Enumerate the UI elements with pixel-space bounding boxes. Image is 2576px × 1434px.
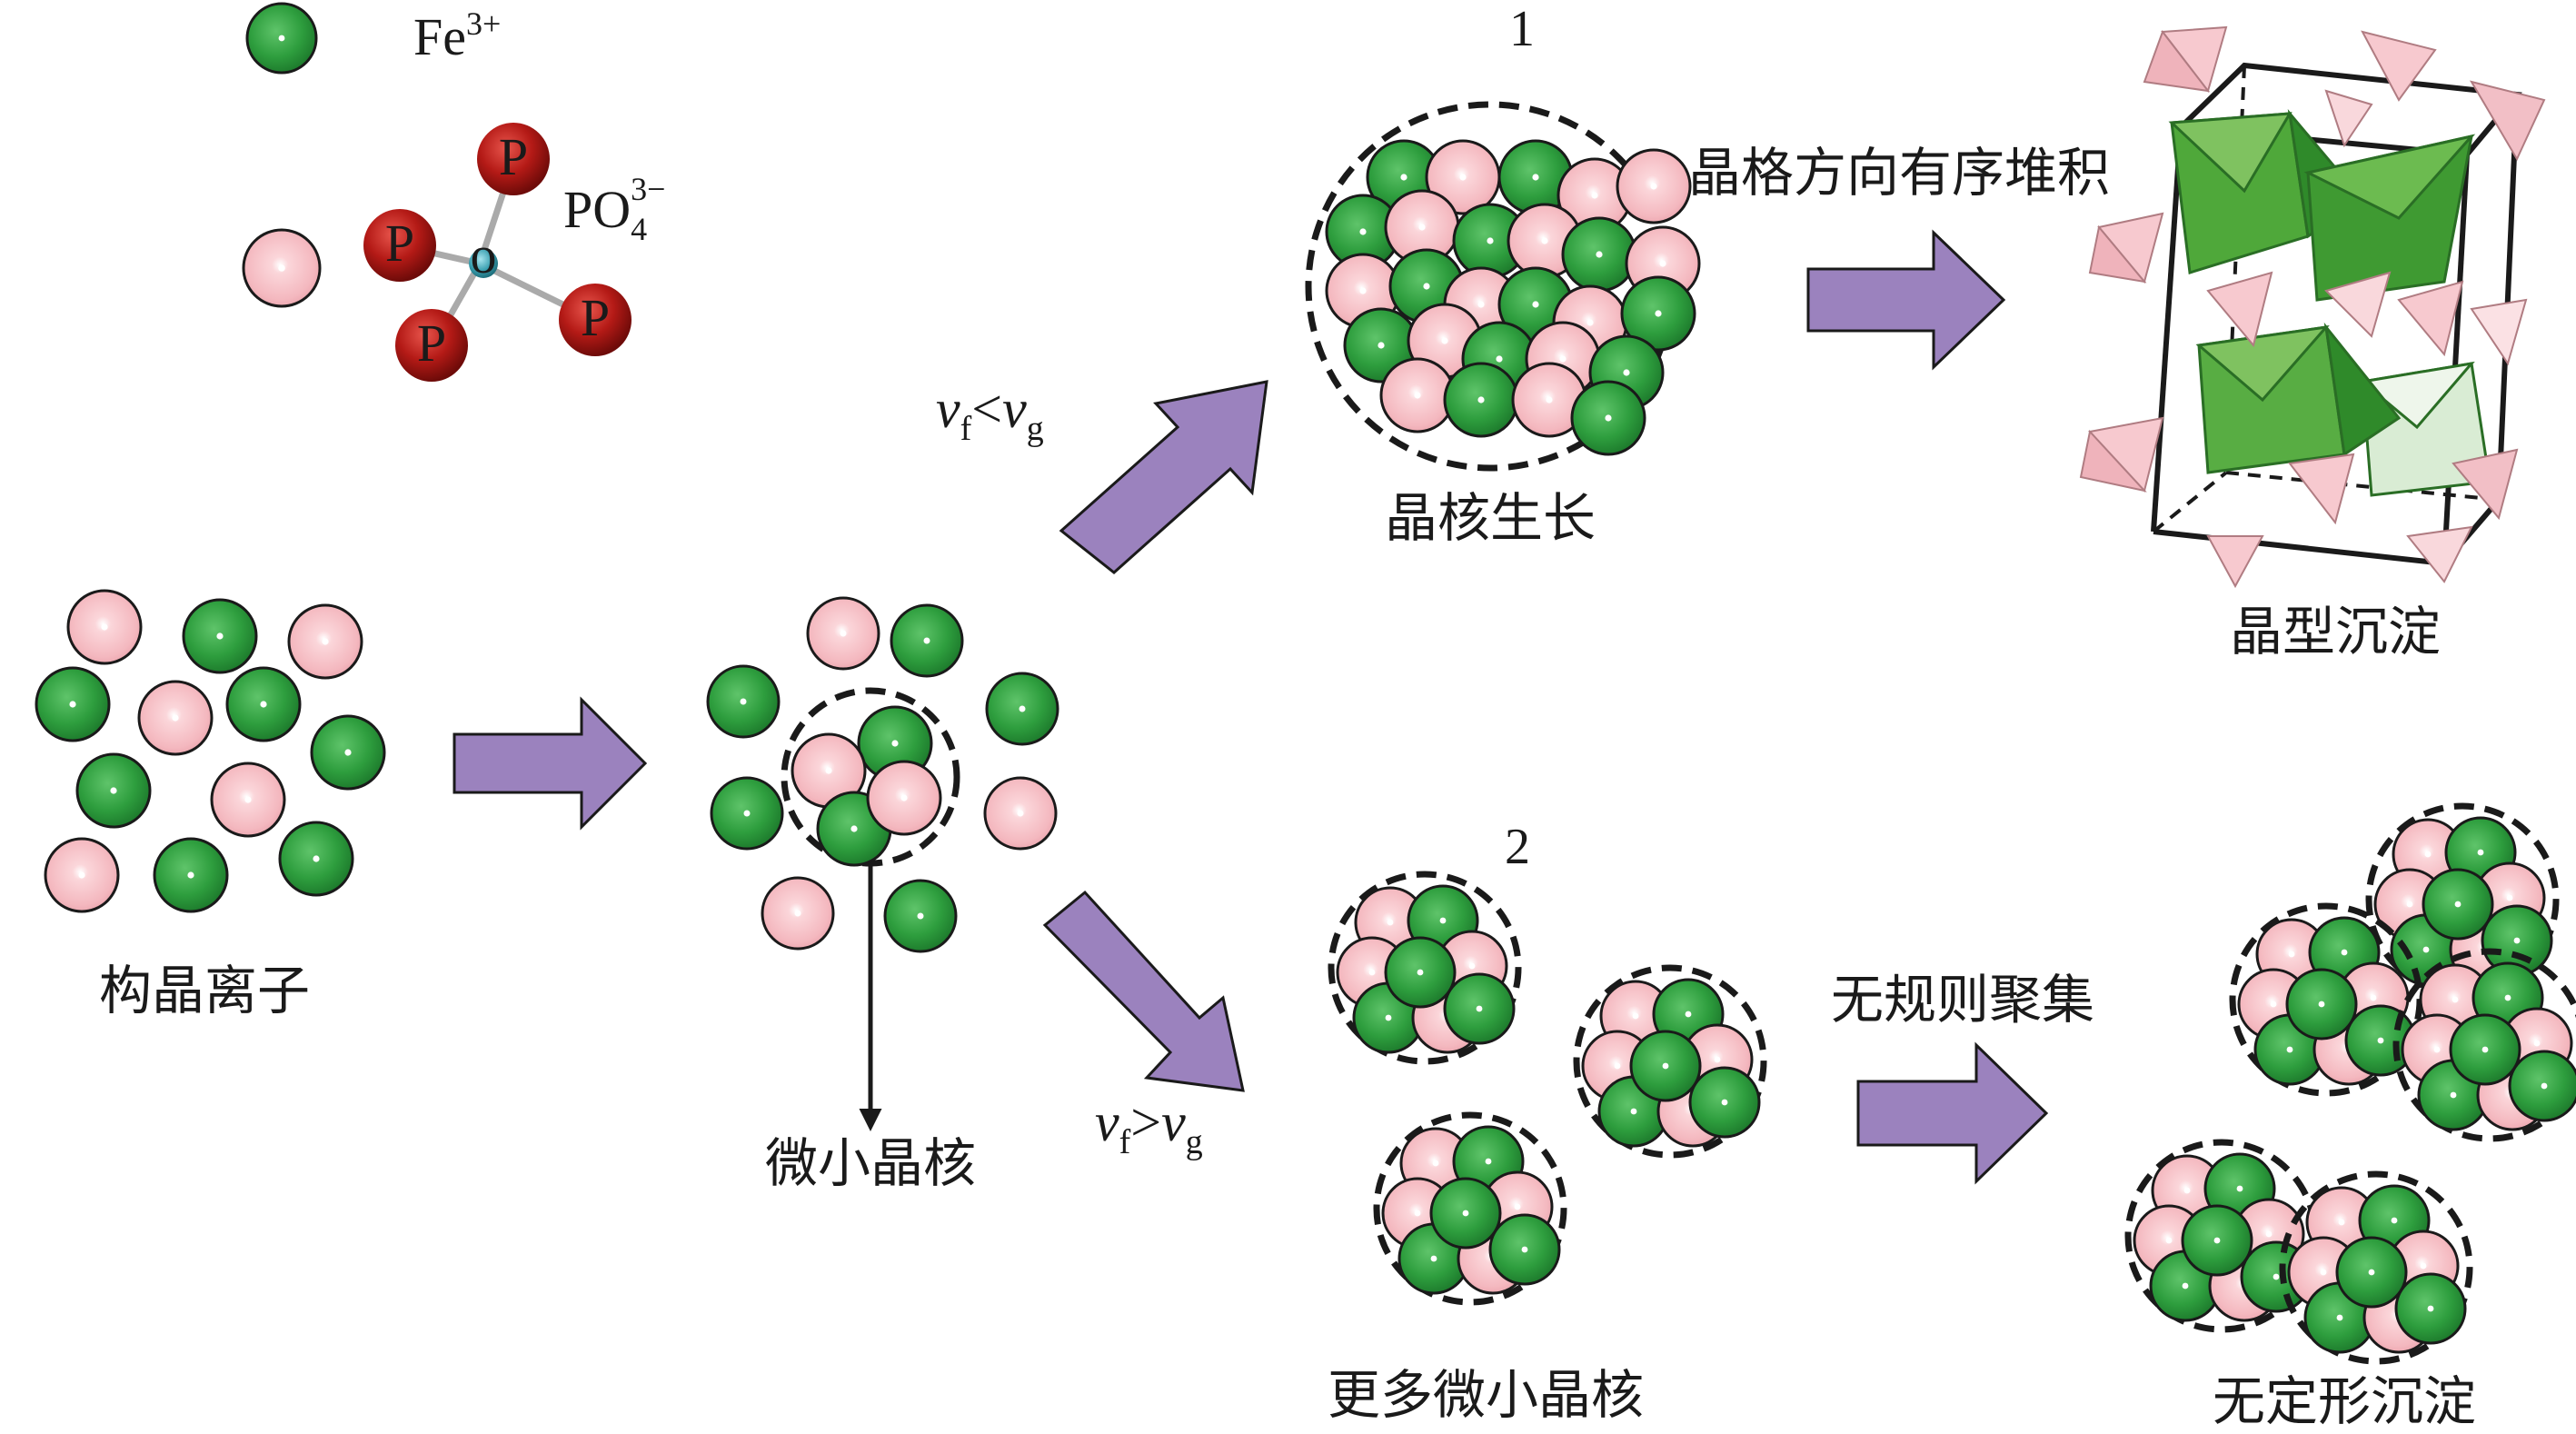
ions-label: 构晶离子 (99, 960, 310, 1021)
phosphate-ion-icon (137, 680, 214, 756)
p-atom-label: P (385, 214, 414, 273)
phosphate-ion-icon (287, 603, 363, 680)
fe-ion-icon (890, 603, 964, 678)
fe-ion-icon (2481, 904, 2553, 977)
more-micro-nuclei-label: 更多微小晶核 (1328, 1364, 1644, 1426)
fe-ion-icon (2422, 868, 2494, 941)
fe-ion-icon (1443, 362, 1519, 438)
fe-ion-icon (182, 598, 258, 674)
fe-ion-icon (710, 776, 784, 851)
p-atom-label: P (499, 127, 528, 186)
path-1-label: 1 (1509, 1, 1535, 57)
growing-nucleus-group (1305, 101, 1701, 472)
phosphate-ion-icon (44, 837, 120, 913)
fe-ion-icon (883, 879, 958, 953)
condition-lower: vf>vg (1095, 1092, 1203, 1161)
fe-label: Fe3+ (413, 5, 501, 66)
micro-nucleus-group (706, 596, 1059, 953)
legend: Fe3+ P P P P o PO43− (242, 2, 665, 382)
free-ions-group (35, 589, 386, 913)
fe-ion-icon (2181, 1204, 2253, 1277)
amorphous-precipitate-group (2124, 802, 2576, 1365)
phosphorus-atom-icon (363, 209, 436, 282)
p-atom-label: P (417, 314, 446, 373)
fe-ion-icon (75, 752, 152, 829)
fe-ion-icon (35, 666, 111, 742)
fe-ion-icon (153, 837, 229, 913)
crystal-lattice-icon (2079, 25, 2546, 589)
nucleus-boundary (2365, 802, 2560, 997)
nucleus-boundary (1573, 964, 1767, 1159)
phosphorus-atom-icon (559, 284, 632, 356)
fe-ion-icon (2335, 1236, 2408, 1309)
phosphate-ion-icon (761, 876, 835, 951)
phosphorus-atom-icon (477, 123, 550, 195)
ordered-stacking-label: 晶格方向有序堆积 (1688, 142, 2110, 204)
phosphate-ion-icon (983, 776, 1058, 851)
fe-ion-icon (985, 672, 1059, 746)
fe-ion-icon (1429, 1177, 1502, 1250)
small-nuclei-group (1328, 871, 1767, 1306)
arrow-to-growth (1059, 380, 1268, 574)
nucleus-boundary (2279, 1170, 2473, 1365)
fe-ion-icon (2449, 1013, 2521, 1086)
path-2-label: 2 (1505, 819, 1530, 875)
arrow-random-aggregation (1856, 1041, 2049, 1185)
random-aggregation-label: 无规则聚集 (1831, 969, 2094, 1031)
phosphate-ion-icon (210, 762, 286, 838)
fe-ion-legend-icon (245, 2, 318, 75)
fe-ion-icon (1488, 1213, 1561, 1286)
nucleus-boundary (1373, 1111, 1567, 1306)
oxygen-atom-icon (469, 249, 498, 278)
fe-ion-icon (1443, 972, 1516, 1045)
arrow-to-small-nuclei (1042, 890, 1245, 1092)
phosphate-ion-icon (866, 760, 942, 836)
fe-ion-icon (225, 666, 302, 742)
fe-ion-icon (278, 821, 354, 897)
fe-ion-icon (2394, 1272, 2467, 1345)
phosphate-molecule-icon: P P P P o (363, 123, 632, 382)
phosphate-ion-icon (242, 228, 322, 308)
p-atom-label: P (581, 288, 610, 347)
arrow-ordered-stacking (1806, 229, 2006, 371)
fe-ion-icon (310, 714, 386, 791)
fe-ion-icon (706, 664, 781, 739)
condition-upper: vf<vg (936, 379, 1044, 448)
fe-ion-icon (245, 2, 318, 75)
phosphorus-atom-icon (395, 309, 468, 382)
amorphous-precipitate-label: 无定形沉淀 (2213, 1370, 2476, 1432)
phosphate-ion-icon (66, 589, 143, 665)
fe-ion-icon (1620, 275, 1696, 352)
fe-ion-icon (1570, 380, 1646, 456)
fe-ion-icon (1629, 1030, 1702, 1102)
arrow-ions-to-nucleus (453, 696, 648, 831)
fe-ion-icon (2285, 968, 2358, 1041)
process-arrows (453, 229, 2049, 1185)
fe-ion-icon (2508, 1050, 2576, 1122)
phosphate-ion-legend-icon (242, 228, 322, 308)
fe-ion-icon (1688, 1066, 1761, 1139)
phosphate-ion-icon (806, 596, 880, 671)
phosphate-ion-icon (1379, 357, 1456, 433)
nucleus-growth-label: 晶核生长 (1385, 487, 1596, 549)
po4-label: PO43− (563, 171, 665, 247)
micro-nucleus-label: 微小晶核 (765, 1132, 976, 1194)
crystal-precipitate-label: 晶型沉淀 (2230, 601, 2441, 662)
nucleus-boundary (1328, 871, 1522, 1065)
fe-ion-icon (1384, 936, 1457, 1009)
nucleus-boundary (2392, 948, 2576, 1142)
fe-ion-icon (1561, 216, 1637, 293)
phosphate-ion-icon (1616, 148, 1692, 224)
o-atom-label: o (471, 225, 497, 284)
